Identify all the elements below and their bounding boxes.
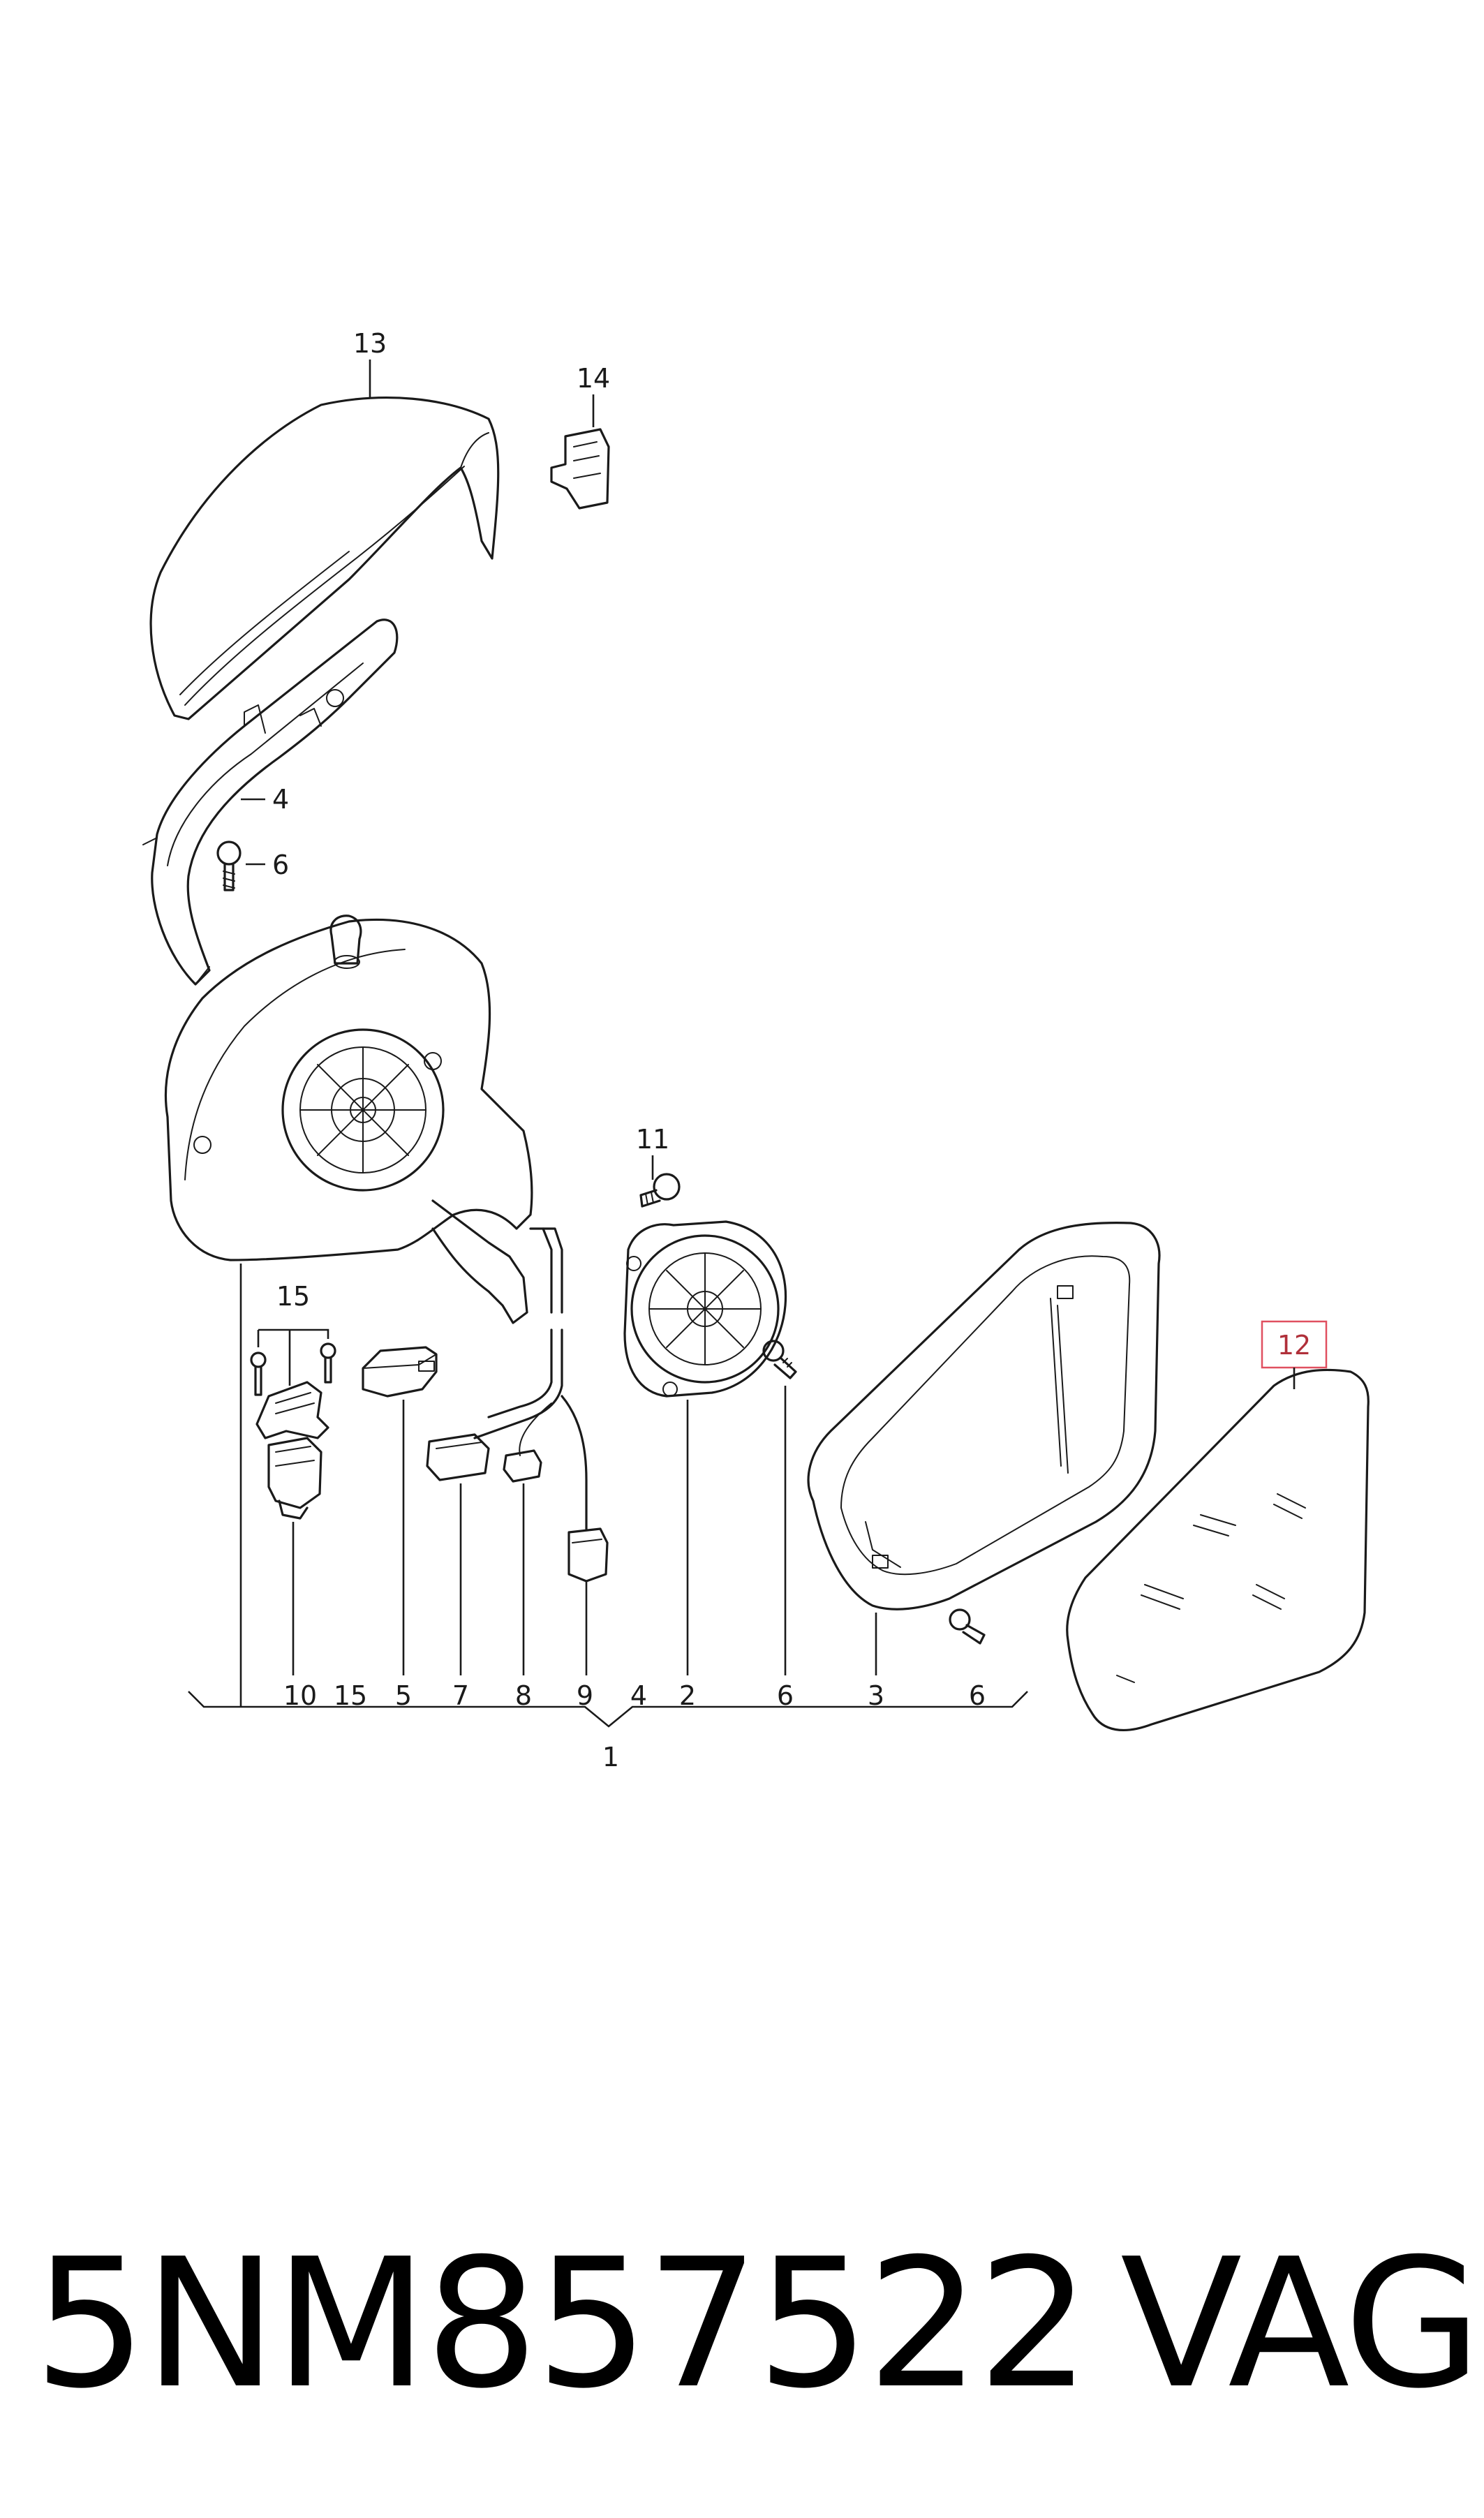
footer: 5NM857522 VAG [0, 2220, 1484, 2429]
mirror-base-part [164, 914, 533, 1324]
mirror-glass-part [1066, 1368, 1370, 1732]
connector-9-part [567, 1527, 609, 1583]
callout-2: 2 [679, 1680, 696, 1711]
clip-part [550, 428, 610, 510]
group-bracket [188, 1691, 1028, 1728]
adjustment-motor-part [623, 1220, 787, 1398]
callout-5: 5 [395, 1680, 412, 1711]
callout-11: 11 [636, 1124, 669, 1155]
callout-4-bottom: 4 [630, 1680, 647, 1711]
brand-text: VAG [1120, 2221, 1482, 2428]
callout-10: 10 [283, 1680, 317, 1711]
screw-part-top [216, 840, 242, 891]
callout-6-right: 6 [969, 1680, 986, 1711]
callout-14: 14 [577, 363, 610, 394]
callout-3: 3 [868, 1680, 884, 1711]
callout-6-middle: 6 [777, 1680, 794, 1711]
wiring-harness-part [473, 1227, 588, 1530]
callout-9: 9 [577, 1680, 593, 1711]
callout-4-top: 4 [272, 784, 289, 815]
callout-1: 1 [602, 1742, 619, 1772]
screw-part-11 [639, 1173, 681, 1208]
connector-7-part [426, 1433, 490, 1481]
screw-part-middle [762, 1340, 797, 1379]
callout-15-bottom: 15 [334, 1680, 367, 1711]
callout-7: 7 [452, 1680, 469, 1711]
screw-part-right [949, 1608, 986, 1645]
callout-8: 8 [515, 1680, 532, 1711]
control-module-part [362, 1346, 438, 1398]
mirror-cap-part [149, 397, 500, 720]
connector-8-part [503, 1449, 542, 1483]
indicator-strip-part [142, 619, 399, 986]
bracket-with-screws-part [250, 1342, 336, 1439]
switch-part [267, 1437, 322, 1520]
callout-13: 13 [353, 328, 387, 359]
callout-6-top: 6 [272, 850, 289, 880]
callout-15-top: 15 [276, 1281, 310, 1312]
callout-12: 12 [1277, 1330, 1311, 1361]
mirror-housing-part [807, 1222, 1161, 1610]
part-number-text: 5NM857522 [34, 2221, 1090, 2428]
